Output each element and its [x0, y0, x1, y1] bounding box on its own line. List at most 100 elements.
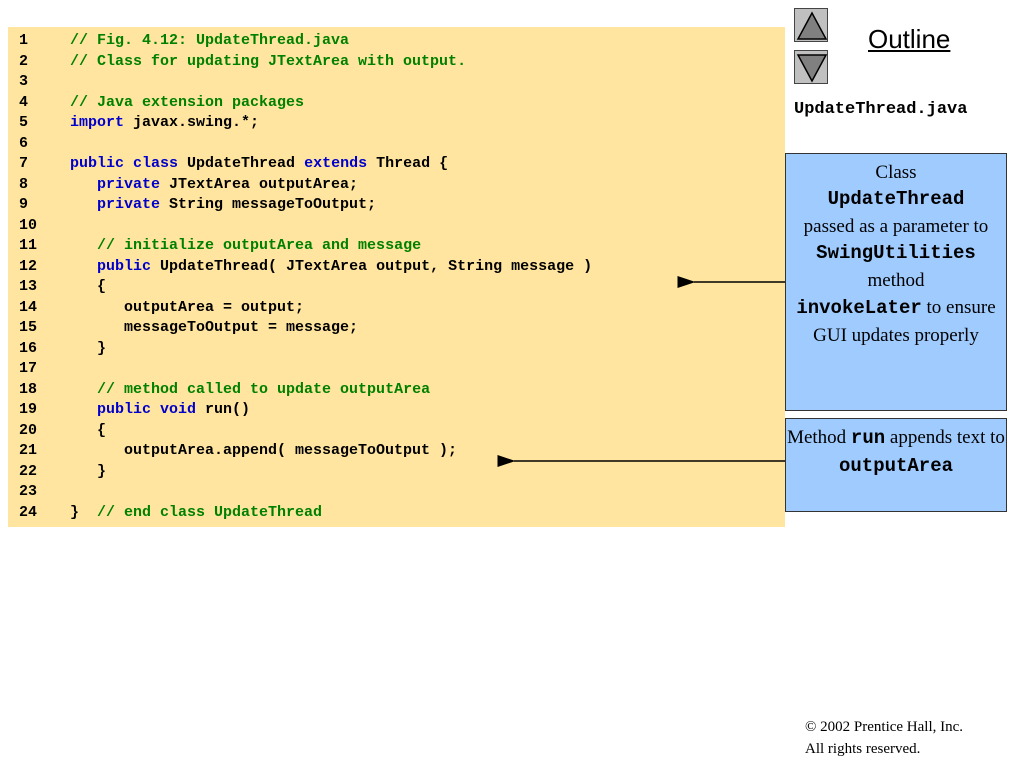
callout-code: UpdateThread [827, 188, 965, 210]
code-token: Thread { [367, 155, 449, 172]
code-line: 10 [8, 216, 785, 236]
line-number: 17 [19, 360, 38, 377]
code-keyword: private [97, 196, 161, 213]
code-token: javax.swing.*; [124, 114, 260, 131]
code-line: 24} // end class UpdateThread [8, 503, 785, 523]
code-line: 15 messageToOutput = message; [8, 318, 785, 338]
callout-code: SwingUtilities [816, 242, 976, 264]
code-line: 6 [8, 134, 785, 154]
callout-text: method [867, 270, 925, 291]
line-number: 22 [19, 462, 38, 480]
triangle-up-icon [796, 11, 828, 40]
line-number: 21 [19, 442, 38, 459]
line-number: 19 [19, 401, 38, 418]
code-text: { [70, 277, 106, 297]
code-line: 12 public UpdateThread( JTextArea output… [8, 257, 785, 277]
code-line: 14 outputArea = output; [8, 298, 785, 318]
callout-code: run [850, 427, 886, 449]
code-line: 19 public void run() [8, 400, 785, 420]
line-number: 18 [19, 380, 38, 398]
code-token: outputArea.append( messageToOutput ); [70, 442, 458, 459]
code-text: // Class for updating JTextArea with out… [70, 52, 466, 72]
line-number: 2 [19, 52, 29, 70]
callout-text: to ensure GUI updates properly [813, 297, 996, 346]
code-token: JTextArea outputArea; [160, 175, 359, 193]
code-line: 17 [8, 359, 785, 379]
previous-slide-button[interactable] [794, 8, 828, 42]
line-number: 7 [19, 155, 29, 172]
code-token: run() [196, 401, 251, 418]
line-number: 13 [19, 278, 38, 295]
code-token: { [70, 278, 107, 295]
code-line: 7 public class UpdateThread extends Threa… [8, 154, 785, 174]
code-comment: // method called to update outputArea [97, 380, 431, 398]
code-line: 11 // initialize outputArea and message [8, 236, 785, 256]
code-line: 2 // Class for updating JTextArea with ou… [8, 52, 785, 72]
code-text: // Fig. 4.12: UpdateThread.java [70, 31, 349, 51]
code-keyword: private [97, 175, 161, 193]
code-text: } // end class UpdateThread [70, 503, 322, 523]
line-number: 12 [19, 257, 38, 275]
triangle-down-icon [796, 54, 828, 83]
code-line: 5 import javax.swing.*; [8, 113, 785, 133]
line-number: 5 [19, 114, 29, 131]
line-number: 3 [19, 73, 29, 90]
line-number: 1 [19, 32, 29, 49]
code-line: 16 } [8, 339, 785, 359]
code-line: 13 { [8, 277, 785, 297]
code-line: 22 } [8, 462, 785, 482]
code-text: } [70, 339, 106, 359]
line-number: 24 [19, 503, 38, 521]
code-text: private JTextArea outputArea; [70, 175, 358, 195]
callout-code: invokeLater [796, 297, 922, 319]
code-line: 18 // method called to update outputArea [8, 380, 785, 400]
code-text: private String messageToOutput; [70, 195, 376, 215]
code-comment: // end class UpdateThread [97, 503, 323, 521]
next-slide-button[interactable] [794, 50, 828, 84]
code-token: UpdateThread( JTextArea output, String m… [151, 257, 593, 275]
line-number: 4 [19, 93, 29, 111]
code-token: { [70, 421, 107, 439]
file-name: UpdateThread.java [794, 100, 968, 119]
code-text: outputArea = output; [70, 298, 304, 318]
code-text: import javax.swing.*; [70, 113, 259, 133]
code-text: // initialize outputArea and message [70, 236, 421, 256]
code-text: // method called to update outputArea [70, 380, 430, 400]
callout-update-thread: Class UpdateThread passed as a parameter… [785, 153, 1007, 411]
code-line: 21 outputArea.append( messageToOutput ); [8, 441, 785, 461]
code-keyword: public void [97, 401, 197, 418]
code-line: 23 [8, 482, 785, 502]
line-number: 20 [19, 421, 38, 439]
code-token: UpdateThread [178, 155, 305, 172]
outline-title[interactable]: Outline [868, 24, 951, 54]
line-number: 23 [19, 483, 38, 500]
callout-text: Class [875, 162, 917, 183]
code-keyword: public [97, 257, 152, 275]
code-line: 1 // Fig. 4.12: UpdateThread.java [8, 31, 785, 51]
line-number: 14 [19, 298, 38, 316]
code-text: messageToOutput = message; [70, 318, 358, 338]
code-token: String messageToOutput; [160, 196, 377, 213]
rights-text: All rights reserved. [805, 741, 921, 757]
code-text: } [70, 462, 106, 482]
line-number: 15 [19, 319, 38, 336]
code-keyword: public class [70, 155, 179, 172]
line-number: 11 [19, 237, 38, 254]
line-number: 9 [19, 196, 29, 213]
line-number: 10 [19, 216, 38, 234]
code-token: } [70, 503, 98, 521]
callout-text: passed as a parameter to [803, 216, 989, 237]
copyright-symbol: © [805, 719, 817, 735]
code-comment: // Fig. 4.12: UpdateThread.java [70, 32, 350, 49]
callout-code: outputArea [838, 455, 954, 477]
code-line: 8 private JTextArea outputArea; [8, 175, 785, 195]
callout-text: appends text to [889, 427, 1005, 448]
code-token: } [70, 339, 107, 357]
code-token: outputArea = output; [70, 298, 305, 316]
code-line: 9 private String messageToOutput; [8, 195, 785, 215]
code-keyword: extends [304, 155, 368, 172]
code-text: public class UpdateThread extends Thread… [70, 154, 448, 174]
code-text: // Java extension packages [70, 93, 304, 113]
copyright-footer: © 2002 Prentice Hall, Inc. All rights re… [805, 716, 963, 760]
